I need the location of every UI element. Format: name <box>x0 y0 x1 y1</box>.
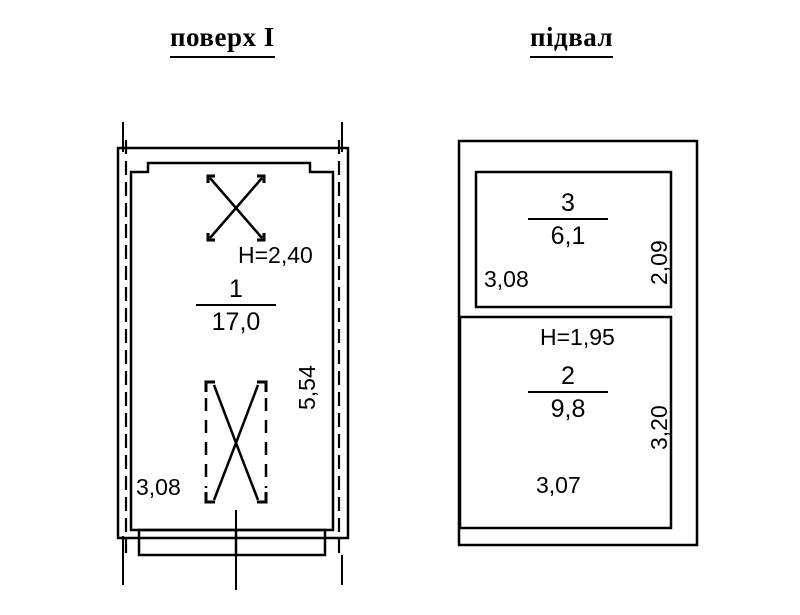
room-2-label: 2 9,8 <box>528 363 608 423</box>
room-2-dimension-height: 3,20 <box>646 405 672 450</box>
stair-opening-symbol <box>204 380 268 504</box>
entrance-porch-band <box>137 528 327 557</box>
basement-height-label: H=1,95 <box>540 324 615 350</box>
room-2-number: 2 <box>561 362 575 390</box>
room-3-area: 6,1 <box>550 222 586 251</box>
skylight-hatch-symbol <box>206 174 266 242</box>
room-3-label: 3 6,1 <box>528 190 608 250</box>
plan-title-basement: підвал <box>530 22 614 58</box>
floor-height-label: H=2,40 <box>238 242 313 268</box>
plan-title-floor: поверх I <box>170 22 275 58</box>
room-3-number: 3 <box>561 189 575 217</box>
plan-title-basement-text: підвал <box>530 22 614 58</box>
floor-dimension-height: 5,54 <box>294 365 320 410</box>
plan-title-floor-text: поверх I <box>170 22 275 58</box>
room-1-area: 17,0 <box>211 308 261 337</box>
room-2-area: 9,8 <box>550 395 586 424</box>
fraction-bar <box>528 218 608 221</box>
fraction-bar <box>528 391 608 394</box>
room-3-dimension-height: 2,09 <box>646 240 672 285</box>
room-2-dimension-width: 3,07 <box>536 472 581 498</box>
fraction-bar <box>196 304 276 307</box>
room-1-number: 1 <box>229 275 243 303</box>
room-3-dimension-width: 3,08 <box>484 266 529 292</box>
room-1-label: 1 17,0 <box>196 276 276 336</box>
floor-dimension-width: 3,08 <box>136 474 181 500</box>
floor-plan-left <box>116 122 350 590</box>
